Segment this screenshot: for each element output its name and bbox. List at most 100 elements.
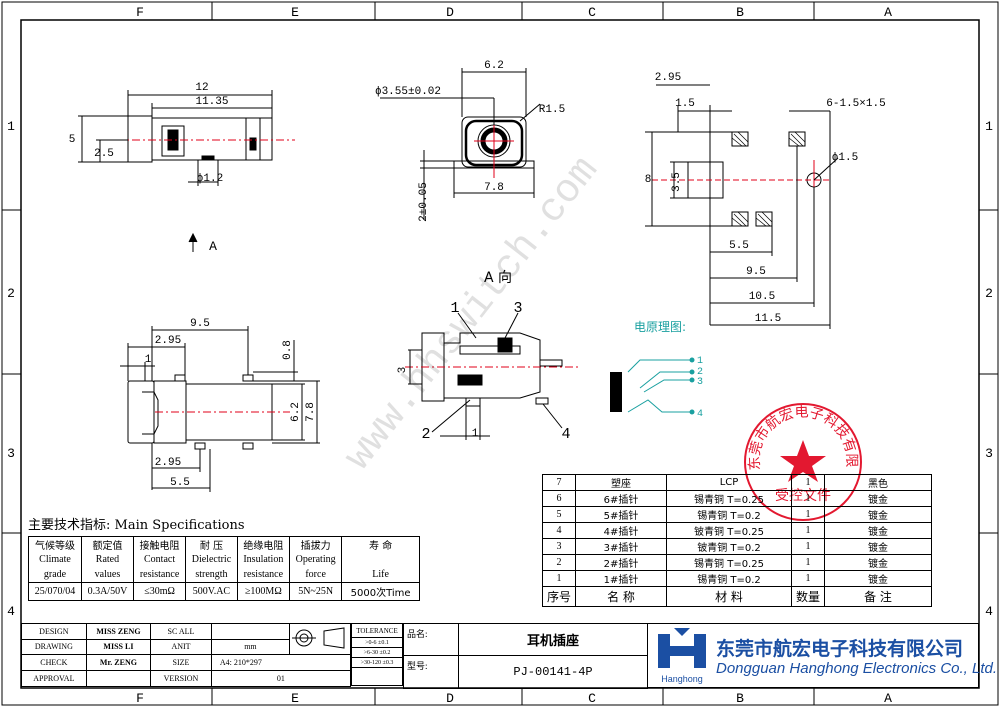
bom-no: 1 <box>542 570 576 587</box>
bom-no: 7 <box>542 474 576 491</box>
zone-col-c-top: C <box>588 5 596 20</box>
top-view <box>120 326 320 492</box>
tb-value: A4: 210*297 <box>210 654 352 671</box>
zone-row-1-left: 1 <box>7 119 15 134</box>
zone-col-f-bottom: F <box>136 691 144 706</box>
bom-header-no: 序号 <box>542 586 576 607</box>
bom-name: 4#插针 <box>575 522 667 539</box>
bom-remark: 镀金 <box>824 538 932 555</box>
schematic <box>610 357 695 415</box>
bom-name: 6#插针 <box>575 490 667 507</box>
front-view <box>380 68 541 220</box>
zone-col-d-top: D <box>446 5 454 20</box>
bom-qty: 1 <box>791 554 825 571</box>
bom-no: 4 <box>542 522 576 539</box>
view-a-pin-3: 3 <box>513 300 522 317</box>
spec-value: 5N~25N <box>288 581 343 601</box>
part-name-label: 品名: <box>403 623 459 656</box>
spec-h-cn: 气候等级 <box>28 536 82 552</box>
zone-col-e-top: E <box>291 5 299 20</box>
dim-front-base: 2±0.05 <box>418 182 430 222</box>
dim-top-1: 1 <box>145 354 152 366</box>
spec-h-cn: 接触电阻 <box>132 536 187 552</box>
dim-side-center: 2.5 <box>94 148 114 160</box>
dim-front-hole: ϕ3.55±0.02 <box>375 86 441 98</box>
part-no-label: 型号: <box>403 655 459 689</box>
spec-h-cn: 绝缘电阻 <box>236 536 290 552</box>
spec-value: 500V.AC <box>185 581 238 601</box>
specs-title: 主要技术指标: Main Specifications <box>28 518 245 533</box>
bom-header-material: 材 料 <box>666 586 792 607</box>
bom-header-qty: 数量 <box>791 586 825 607</box>
tb-key: ANIT <box>150 638 212 655</box>
tb-key: SIZE <box>150 654 212 671</box>
dim-side-body: 11.35 <box>195 96 228 108</box>
bom-material: 锡青铜 T=0.2 <box>666 506 792 523</box>
spec-h-en: Contact <box>132 552 187 567</box>
schematic-pin-4: 4 <box>697 409 703 420</box>
dim-pcb-35: 3.5 <box>671 172 683 192</box>
part-table: 品名:耳机插座 型号:PJ-00141-4P <box>403 623 648 689</box>
dim-front-bottom: 7.8 <box>484 182 504 194</box>
bom-remark: 镀金 <box>824 490 932 507</box>
spec-value: ≥100MΩ <box>236 581 290 601</box>
company-name-en: Dongguan Hanghong Electronics Co., Ltd. <box>716 660 998 677</box>
dim-top-78: 7.8 <box>305 402 317 422</box>
zone-row-4-right: 4 <box>985 604 993 619</box>
bom-remark: 镀金 <box>824 506 932 523</box>
tb-key: VERSION <box>150 670 212 687</box>
zone-row-2-left: 2 <box>7 286 15 301</box>
schematic-pin-1: 1 <box>697 356 703 367</box>
tb-value: mm <box>210 638 291 655</box>
spec-h-en: Insulation <box>236 552 290 567</box>
dim-side-height: 5 <box>69 134 76 146</box>
tb-label: DESIGN <box>21 623 87 640</box>
view-a <box>405 312 580 440</box>
tb-key: SC ALL <box>150 623 212 640</box>
company-logo-icon <box>658 628 706 668</box>
view-a-pin-1: 1 <box>450 300 459 317</box>
bom-header-remark: 备 注 <box>824 586 932 607</box>
projection-symbol <box>289 623 351 655</box>
bom-material: 锡青铜 T=0.2 <box>666 570 792 587</box>
spec-value: 5000次Time <box>341 581 420 601</box>
dim-pcb-95: 9.5 <box>746 266 766 278</box>
zone-row-3-right: 3 <box>985 446 993 461</box>
dim-pcb-15: 1.5 <box>675 98 695 110</box>
spec-h-en: force <box>288 567 343 583</box>
dim-top-08: 0.8 <box>282 340 294 360</box>
view-a-dim-1: 1 <box>472 428 479 440</box>
view-a-title: A 向 <box>484 270 512 286</box>
dim-front-top: 6.2 <box>484 60 504 72</box>
bom-name: 1#插针 <box>575 570 667 587</box>
spec-h-cn: 插拔力 <box>288 536 343 552</box>
spec-value: 25/070/04 <box>28 581 82 601</box>
bom-material: 铍青铜 T=0.2 <box>666 538 792 555</box>
zone-col-c-bottom: C <box>588 691 596 706</box>
label-a-arrow: A <box>209 239 217 254</box>
tolerance-title: TOLERANCE <box>351 623 403 638</box>
bom-name: 2#插针 <box>575 554 667 571</box>
bom-remark: 镀金 <box>824 522 932 539</box>
dim-pcb-115: 11.5 <box>755 313 781 325</box>
part-no: PJ-00141-4P <box>458 655 648 689</box>
view-a-pin-2: 2 <box>421 426 430 443</box>
bom-remark: 镀金 <box>824 570 932 587</box>
bom-remark: 黑色 <box>824 474 932 491</box>
zone-col-e-bottom: E <box>291 691 299 706</box>
spec-h-en: values <box>80 567 134 583</box>
schematic-pin-2: 2 <box>697 367 703 378</box>
side-view <box>78 90 295 252</box>
spec-h-en <box>341 552 420 567</box>
spec-value: ≤30mΩ <box>132 581 187 601</box>
bom-header-name: 名 称 <box>575 586 667 607</box>
bom-material: LCP <box>666 474 792 491</box>
spec-h-en: resistance <box>132 567 187 583</box>
zone-row-3-left: 3 <box>7 446 15 461</box>
zone-col-f-top: F <box>136 5 144 20</box>
bom-qty: 1 <box>791 490 825 507</box>
spec-h-en: Climate <box>28 552 82 567</box>
